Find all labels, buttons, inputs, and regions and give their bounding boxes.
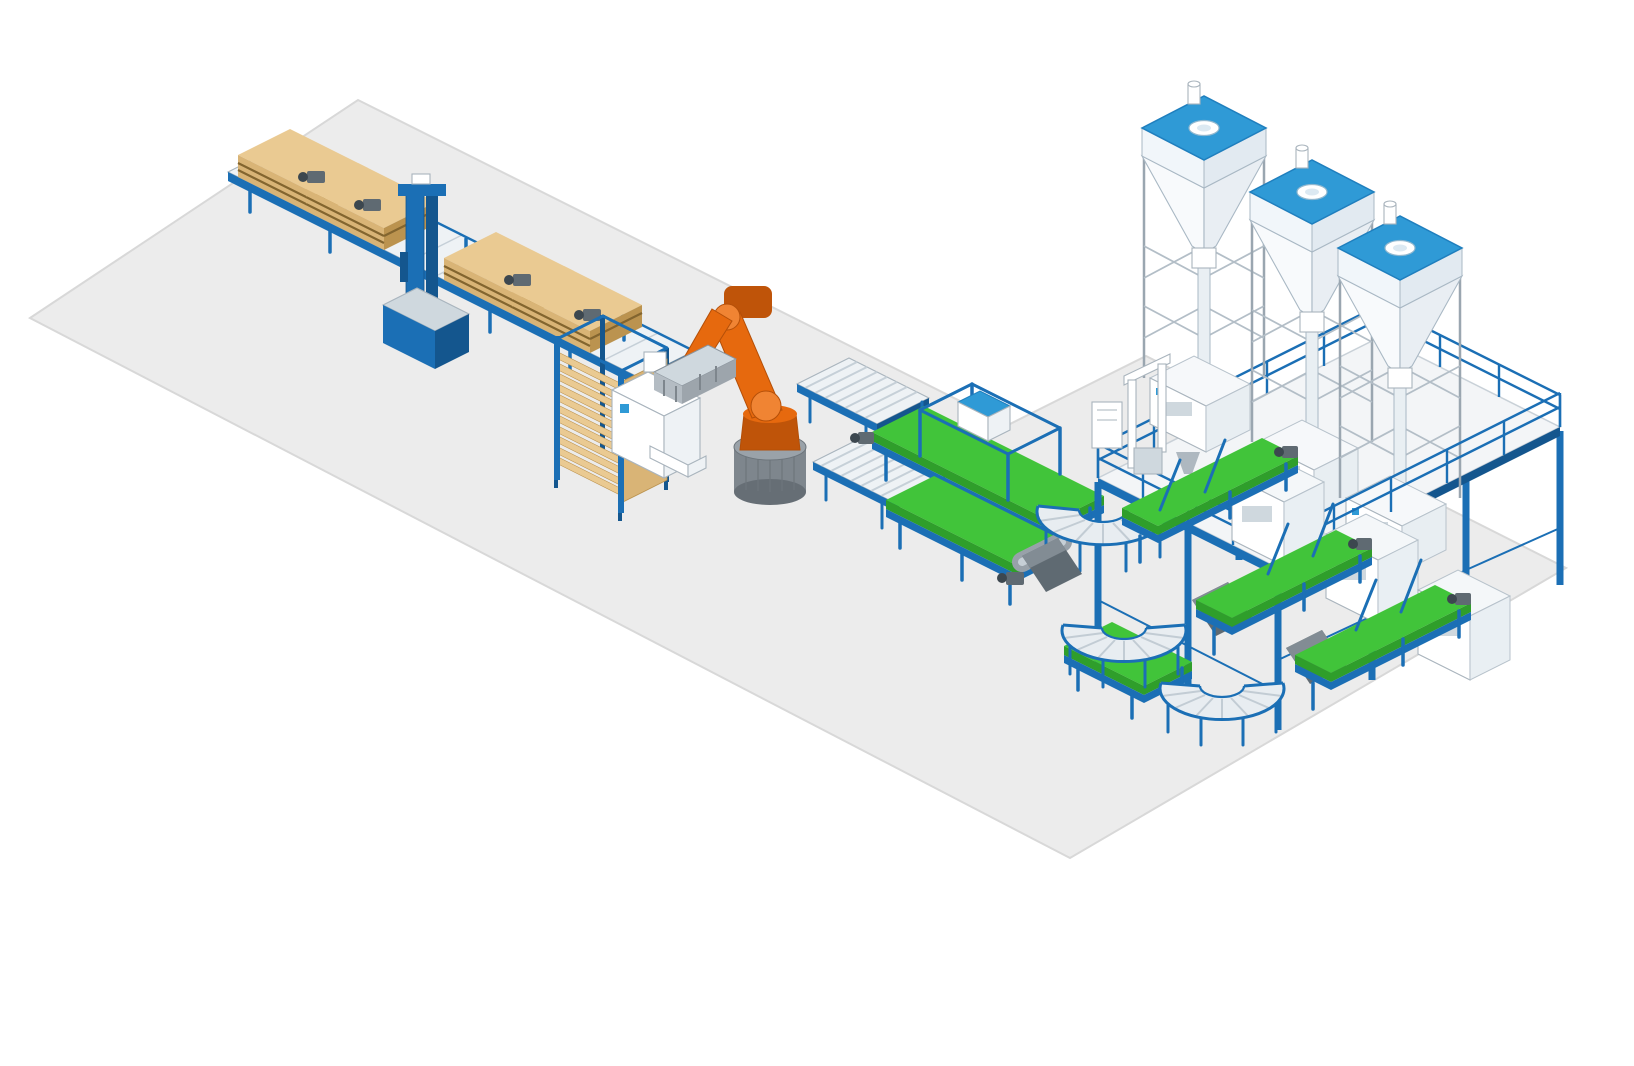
spur-belt-conveyors xyxy=(1122,438,1471,711)
palletizing-robot xyxy=(652,286,807,505)
bagging-station-1 xyxy=(1140,80,1268,474)
spur-belt-conveyor-3 xyxy=(1295,585,1471,711)
pallet-conveyor-line xyxy=(226,129,696,410)
service-gantry xyxy=(1091,353,1171,475)
pallet-lift-column xyxy=(381,173,471,369)
curve-conveyors xyxy=(1035,504,1286,747)
drive-motor-1 xyxy=(298,171,325,183)
robot-shoulder-joint xyxy=(750,390,782,422)
curve-conveyor-3 xyxy=(1158,681,1286,747)
drive-motor-8 xyxy=(1348,538,1372,550)
machine-cabinet xyxy=(610,351,707,479)
support-braces xyxy=(1158,438,1423,632)
transfer-chute-1 xyxy=(1022,538,1082,592)
drive-motor-7 xyxy=(1274,446,1298,458)
inspection-portal xyxy=(918,382,1062,502)
drive-motor-9 xyxy=(1447,593,1471,605)
drive-motor-5 xyxy=(850,432,874,444)
curve-conveyor-2 xyxy=(1060,623,1188,689)
control-box xyxy=(956,390,1012,442)
drive-motor-6 xyxy=(997,572,1024,585)
brand-mark xyxy=(620,404,629,413)
vacuum-gripper xyxy=(652,344,738,404)
drive-motor-2 xyxy=(354,199,381,211)
spur-belt-conveyor-2 xyxy=(1196,530,1372,656)
drive-motor-3 xyxy=(504,274,531,286)
